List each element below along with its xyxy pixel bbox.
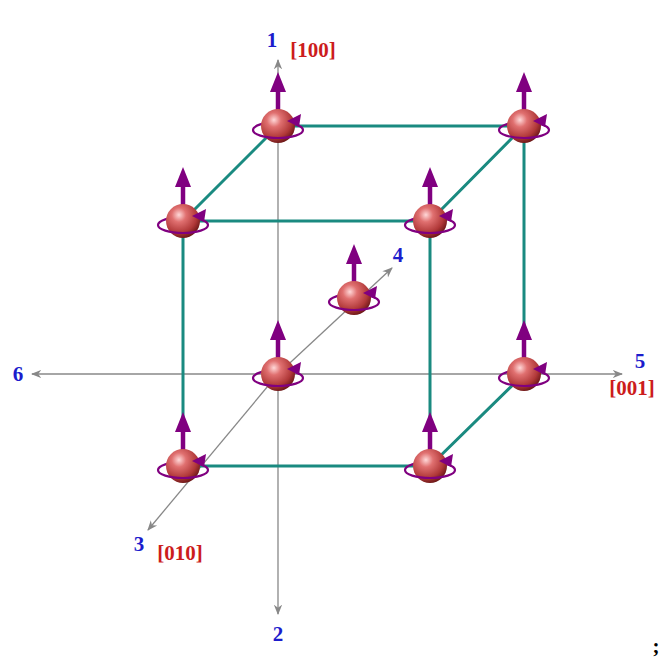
spin-atom: [499, 320, 549, 391]
spin-atom: [329, 244, 379, 315]
spin-arrowhead: [270, 320, 286, 340]
axes: [32, 60, 622, 614]
orbit-arrowhead: [533, 362, 547, 375]
axis-number: 3: [134, 534, 145, 555]
orbit-front: [158, 225, 208, 233]
spin-arrowhead: [422, 167, 438, 187]
axis-line: [277, 374, 278, 614]
orbit-arrowhead: [439, 454, 453, 467]
spin-arrowhead: [516, 320, 532, 340]
orbit-arrowhead: [533, 114, 547, 127]
spin-arrowhead: [270, 72, 286, 92]
axis-number: 6: [13, 364, 24, 385]
spin-atom: [405, 412, 455, 483]
direction-index: [010]: [157, 543, 203, 564]
spin-atom: [253, 72, 303, 143]
orbit-front: [499, 378, 549, 386]
axis-number: 1: [267, 30, 278, 51]
cube-edges: [183, 126, 524, 466]
axis-line: [278, 268, 392, 374]
spin-atom: [253, 320, 303, 391]
spin-arrowhead: [175, 167, 191, 187]
spin-arrowhead: [422, 412, 438, 432]
axis-line: [278, 373, 622, 374]
axis-line: [32, 373, 278, 374]
cube-front-face: [183, 221, 430, 466]
orbit-front: [405, 225, 455, 233]
spin-atom: [405, 167, 455, 238]
orbit-arrowhead: [192, 209, 206, 222]
orbit-arrowhead: [192, 454, 206, 467]
orbit-arrowhead: [439, 209, 453, 222]
orbit-front: [158, 470, 208, 478]
atoms: [158, 72, 549, 483]
spin-atom: [158, 412, 208, 483]
spin-arrowhead: [346, 244, 362, 264]
orbit-arrowhead: [287, 114, 301, 127]
orbit-front: [499, 130, 549, 138]
punctuation: ;: [653, 636, 660, 657]
spin-arrowhead: [175, 412, 191, 432]
spin-arrowhead: [516, 72, 532, 92]
spin-atom: [158, 167, 208, 238]
direction-index: [001]: [609, 378, 655, 399]
direction-index: [100]: [290, 40, 336, 61]
orbit-arrowhead: [287, 362, 301, 375]
axis-number: 4: [393, 245, 404, 266]
axis-number: 2: [273, 624, 284, 645]
orbit-front: [253, 130, 303, 138]
orbit-front: [329, 302, 379, 310]
orbit-front: [405, 470, 455, 478]
axis-number: 5: [635, 351, 646, 372]
orbit-arrowhead: [363, 286, 377, 299]
spin-atom: [499, 72, 549, 143]
orbit-front: [253, 378, 303, 386]
axis-line: [148, 374, 278, 530]
cube-side-edges: [183, 126, 524, 466]
